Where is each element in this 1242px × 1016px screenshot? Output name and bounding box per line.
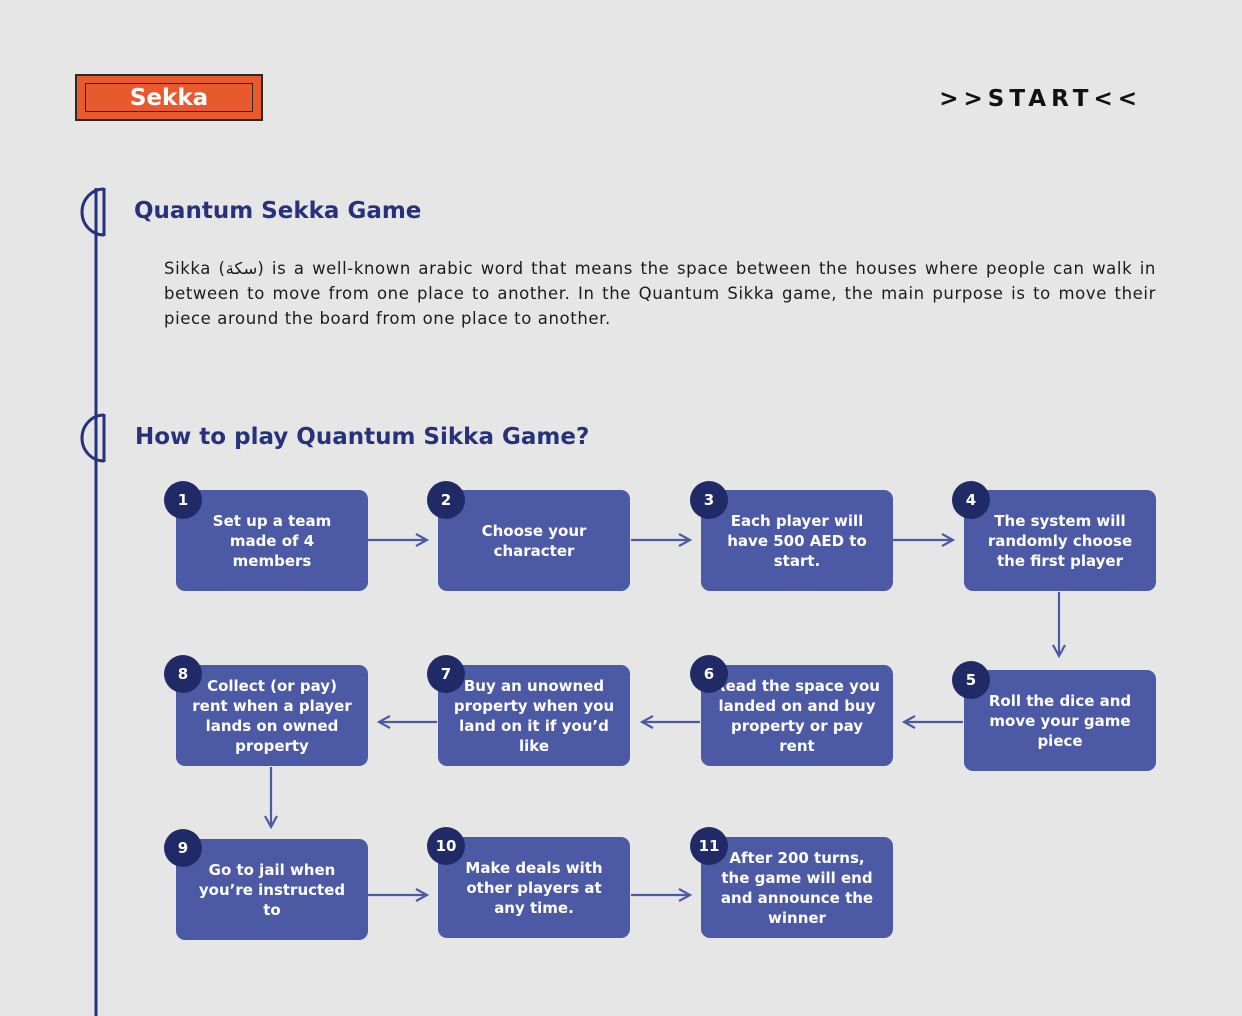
- start-label: >>START<<: [939, 86, 1142, 112]
- step-11-text: After 200 turns, the game will end and a…: [720, 848, 874, 927]
- step-2-badge: 2: [427, 481, 465, 519]
- step-7-badge: 7: [427, 655, 465, 693]
- logo-text: Sekka: [129, 84, 209, 111]
- step-10-box: Make deals with other players at any tim…: [438, 837, 630, 938]
- step-7-box: Buy an unowned property when you land on…: [438, 665, 630, 766]
- step-3-text: Each player will have 500 AED to start.: [727, 511, 867, 570]
- step-6-text: Read the space you landed on and buy pro…: [714, 676, 880, 755]
- step-2-box: Choose your character: [438, 490, 630, 591]
- timeline-marker-intro: [80, 187, 105, 237]
- step-6-box: Read the space you landed on and buy pro…: [701, 665, 893, 766]
- timeline: [80, 187, 106, 1016]
- step-4-text: The system will randomly choose the firs…: [987, 511, 1133, 570]
- step-3-box: Each player will have 500 AED to start.: [701, 490, 893, 591]
- step-11-badge: 11: [690, 827, 728, 865]
- timeline-marker-steps: [80, 413, 105, 463]
- step-8-text: Collect (or pay) rent when a player land…: [192, 676, 352, 755]
- step-9-badge: 9: [164, 829, 202, 867]
- step-7-text: Buy an unowned property when you land on…: [453, 676, 615, 755]
- intro-title: Quantum Sekka Game: [134, 198, 422, 224]
- step-2-text: Choose your character: [481, 521, 587, 560]
- step-4-box: The system will randomly choose the firs…: [964, 490, 1156, 591]
- sekka-logo: Sekka: [75, 74, 263, 121]
- steps-title: How to play Quantum Sikka Game?: [135, 424, 590, 450]
- step-8-badge: 8: [164, 655, 202, 693]
- step-1-badge: 1: [164, 481, 202, 519]
- step-5-text: Roll the dice and move your game piece: [988, 691, 1132, 750]
- step-4-badge: 4: [952, 481, 990, 519]
- step-5-badge: 5: [952, 661, 990, 699]
- step-10-badge: 10: [427, 827, 465, 865]
- step-10-text: Make deals with other players at any tim…: [465, 858, 603, 917]
- step-8-box: Collect (or pay) rent when a player land…: [176, 665, 368, 766]
- step-1-text: Set up a team made of 4 members: [212, 511, 332, 570]
- step-9-box: Go to jail when you’re instructed to: [176, 839, 368, 940]
- step-6-badge: 6: [690, 655, 728, 693]
- logo-frame: [85, 83, 253, 112]
- step-1-box: Set up a team made of 4 members: [176, 490, 368, 591]
- step-9-text: Go to jail when you’re instructed to: [198, 860, 346, 919]
- step-3-badge: 3: [690, 481, 728, 519]
- intro-paragraph: Sikka (سكة) is a well-known arabic word …: [164, 259, 1156, 328]
- step-11-box: After 200 turns, the game will end and a…: [701, 837, 893, 938]
- step-5-box: Roll the dice and move your game piece: [964, 670, 1156, 771]
